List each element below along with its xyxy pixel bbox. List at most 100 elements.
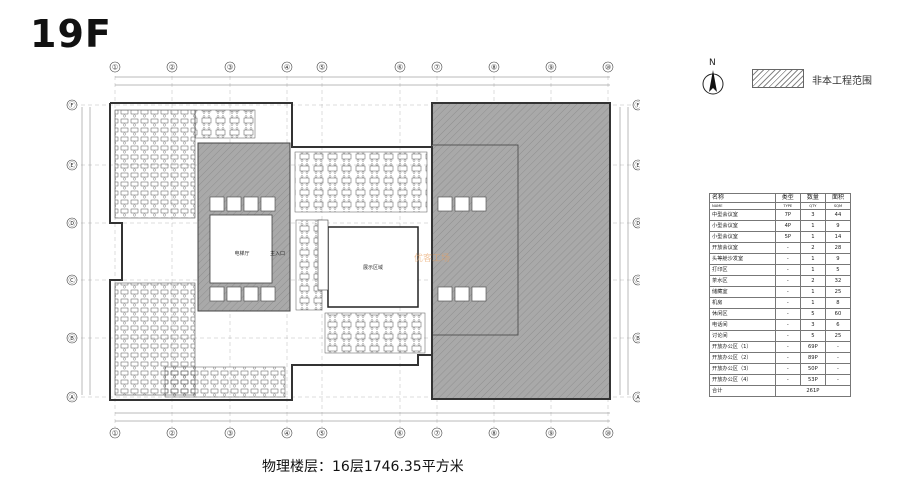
grid-bubble-bottom: ⑨ <box>545 427 557 439</box>
grid-bubble-label: ⑩ <box>605 64 611 72</box>
grid-bubble-label: ③ <box>227 64 233 72</box>
schedule-cell: 1 <box>799 231 826 243</box>
subheader-qty: QTY <box>799 202 826 210</box>
grid-bubble-label: ⑧ <box>491 64 497 72</box>
entrance-label: 主入口 <box>270 250 285 257</box>
grid-bubble-label: Ⓒ <box>69 277 76 285</box>
schedule-row: 开放办公区（2）-89P- <box>709 352 852 364</box>
schedule-cell: - <box>774 341 801 353</box>
grid-bubble-top: ② <box>166 61 178 73</box>
schedule-cell: - <box>774 308 801 320</box>
grid-bubble-label: ⑧ <box>491 430 497 438</box>
schedule-cell: 储藏室 <box>709 286 776 298</box>
schedule-cell: 开放办公区（1） <box>709 341 776 353</box>
floor-label: 19F <box>30 12 112 56</box>
schedule-cell: 电话间 <box>709 319 776 331</box>
schedule-cell: - <box>774 330 801 342</box>
grid-bubble-right: Ⓔ <box>632 159 640 171</box>
schedule-header-row: 名称 类型 数量 面积 <box>709 193 852 203</box>
schedule-row: 开放办公区（3）-50P- <box>709 363 852 375</box>
grid-bubble-top: ① <box>109 61 121 73</box>
grid-bubble-label: ① <box>112 64 118 72</box>
grid-bubble-left: Ⓒ <box>66 274 78 286</box>
grid-bubble-label: ① <box>112 430 118 438</box>
schedule-cell: - <box>824 363 852 375</box>
dimension-lines <box>81 76 629 422</box>
schedule-cell: 1 <box>799 264 826 276</box>
schedule-cell: 25 <box>824 330 852 342</box>
grid-bubble-label: Ⓔ <box>69 162 76 170</box>
schedule-cell: 3 <box>799 209 826 221</box>
schedule-cell: 7P <box>774 209 801 221</box>
subheader-area: SQM <box>824 202 852 210</box>
schedule-cell: - <box>774 264 801 276</box>
schedule-cell: 89P <box>799 352 826 364</box>
grid-bubble-top: ⑧ <box>488 61 500 73</box>
watermark: 优客工场 <box>414 252 450 264</box>
schedule-cell: 中型会议室 <box>709 209 776 221</box>
grid-bubble-left: Ⓓ <box>66 217 78 229</box>
grid-bubble-label: Ⓕ <box>69 102 76 110</box>
schedule-cell: 5 <box>799 308 826 320</box>
schedule-cell: 60 <box>824 308 852 320</box>
exhibit-area <box>327 226 419 308</box>
schedule-row: 开放办公区（4）-53P- <box>709 374 852 386</box>
grid-bubble-label: Ⓐ <box>69 394 76 402</box>
schedule-cell: 5P <box>774 231 801 243</box>
grid-bubble-label: ⑩ <box>605 430 611 438</box>
grid-bubble-label: Ⓓ <box>69 220 76 228</box>
grid-bubble-label: Ⓐ <box>635 394 641 402</box>
grid-bubble-label: ③ <box>227 430 233 438</box>
schedule-cell: 28 <box>824 242 852 254</box>
schedule-cell: 1 <box>799 297 826 309</box>
header-type: 类型 <box>774 193 801 203</box>
grid-bubble-left: Ⓕ <box>66 99 78 111</box>
schedule-cell: - <box>774 286 801 298</box>
subheader-name: NAME <box>709 202 776 210</box>
schedule-cell: - <box>774 319 801 331</box>
open-office-3 <box>294 151 428 213</box>
grid-bubble-top: ⑩ <box>602 61 614 73</box>
grid-bubble-right: Ⓑ <box>632 332 640 344</box>
grid-bubble-bottom: ⑥ <box>394 427 406 439</box>
schedule-cell: - <box>774 297 801 309</box>
subheader-type: TYPE <box>774 202 801 210</box>
schedule-cell: - <box>774 275 801 287</box>
schedule-cell: 50P <box>799 363 826 375</box>
grid-bubble-bottom: ⑤ <box>316 427 328 439</box>
grid-bubble-bottom: ③ <box>224 427 236 439</box>
grid-bubble-label: Ⓒ <box>635 277 641 285</box>
schedule-cell: 休闲区 <box>709 308 776 320</box>
grid-bubble-label: ⑦ <box>434 64 440 72</box>
grid-bubble-label: ⑤ <box>319 64 325 72</box>
schedule-cell: 1 <box>799 220 826 232</box>
schedule-cell: 打印区 <box>709 264 776 276</box>
schedule-cell: 6 <box>824 319 852 331</box>
schedule-cell: 5 <box>799 330 826 342</box>
open-office-1 <box>114 109 196 219</box>
schedule-cell: 32 <box>824 275 852 287</box>
grid-bubble-label: ⑥ <box>397 430 403 438</box>
schedule-cell: - <box>774 253 801 265</box>
grid-bubble-label: ④ <box>284 430 290 438</box>
legend-hatch-swatch <box>752 69 804 88</box>
grid-bubble-label: ⑤ <box>319 430 325 438</box>
grid-bubble-bottom: ⑧ <box>488 427 500 439</box>
grid-bubble-label: ② <box>169 430 175 438</box>
grid-bubble-label: Ⓑ <box>69 335 76 343</box>
schedule-cell: 1 <box>799 286 826 298</box>
grid-bubble-bottom: ④ <box>281 427 293 439</box>
schedule-subheader-row: NAME TYPE QTY SQM <box>709 202 852 210</box>
schedule-cell: 2 <box>799 242 826 254</box>
total-label: 合计 <box>709 385 776 397</box>
grid-bubble-label: ⑥ <box>397 64 403 72</box>
schedule-cell: 53P <box>799 374 826 386</box>
total-value: 261P <box>774 385 852 397</box>
